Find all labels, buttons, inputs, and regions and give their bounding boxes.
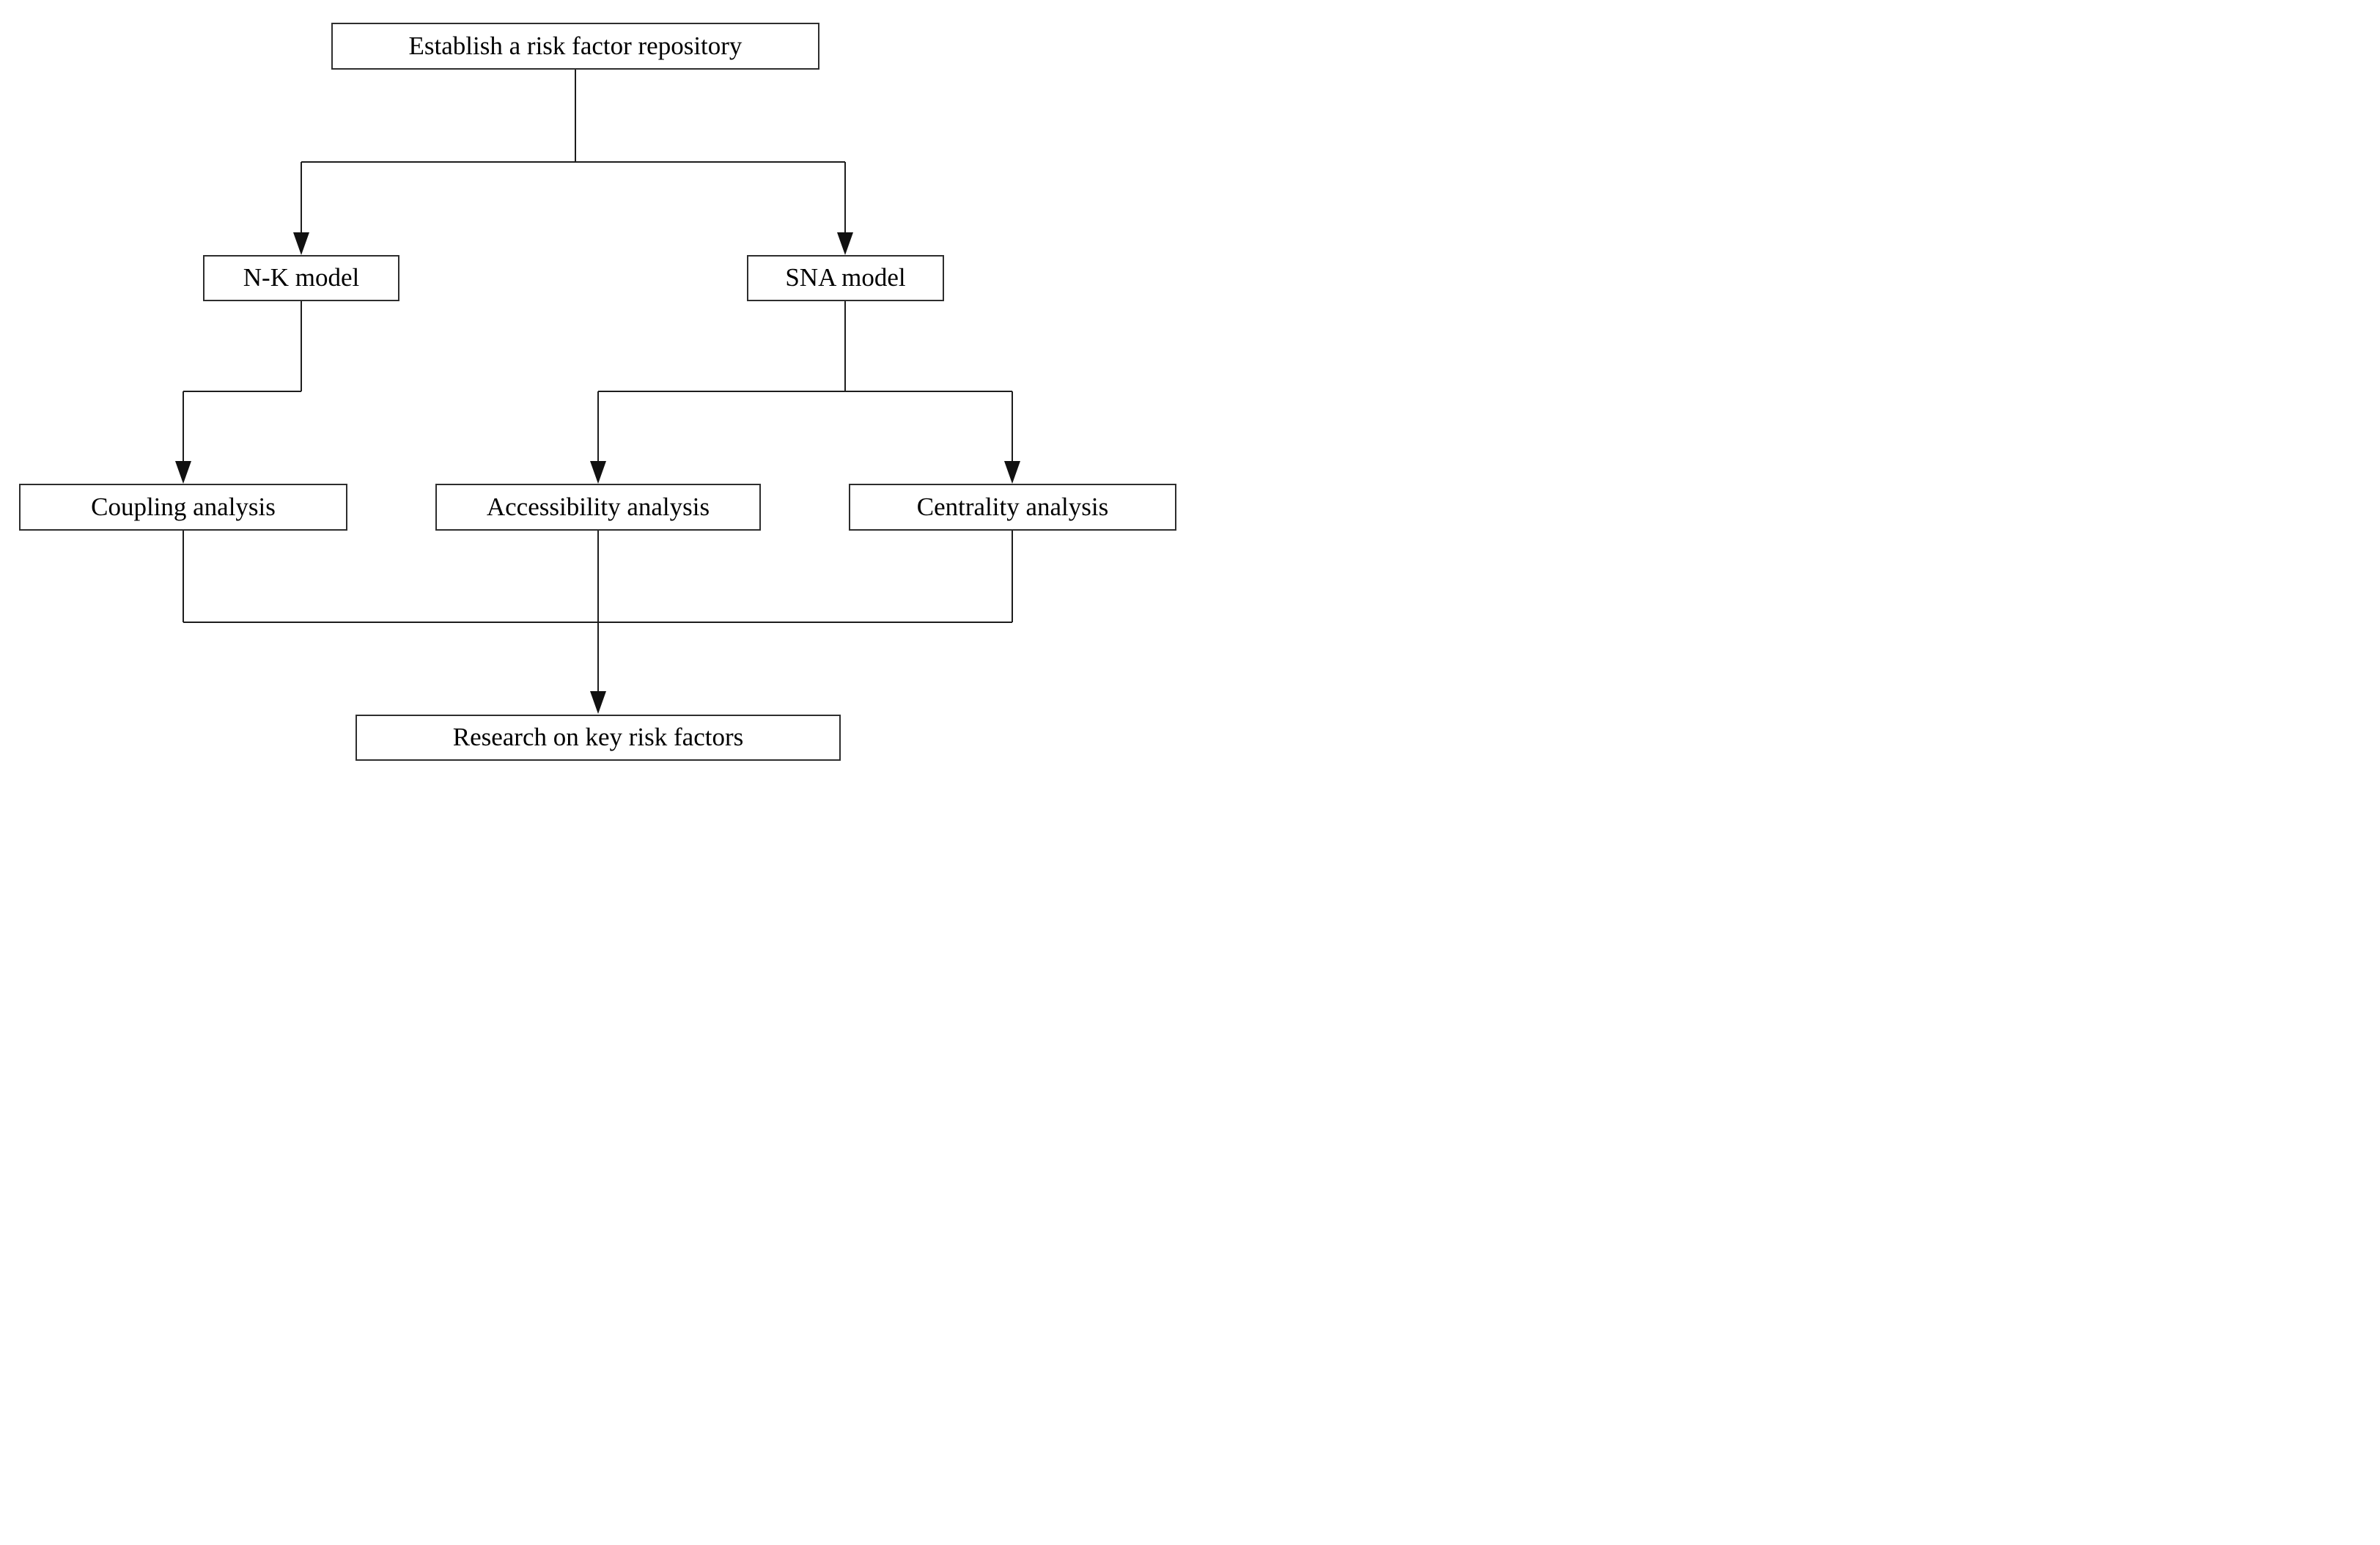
arrowhead-coupling	[175, 461, 191, 484]
connector-nk-to-coupling	[183, 301, 302, 463]
node-coupling-analysis: Coupling analysis	[19, 484, 347, 531]
node-sna-model: SNA model	[747, 255, 944, 301]
arrowhead-nk	[293, 232, 309, 255]
connector-repository-split	[301, 70, 846, 235]
arrowhead-sna	[837, 232, 853, 255]
connector-layer	[175, 70, 1020, 714]
connector-sna-split	[597, 301, 1013, 463]
flowchart-canvas: Establish a risk factor repository N-K m…	[0, 0, 1190, 772]
arrowhead-research	[590, 691, 606, 714]
arrowhead-centrality	[1004, 461, 1020, 484]
arrowhead-accessibility	[590, 461, 606, 484]
node-centrality-analysis: Centrality analysis	[849, 484, 1176, 531]
node-research: Research on key risk factors	[355, 715, 841, 761]
connector-merge-to-research	[183, 531, 1013, 693]
node-accessibility-analysis: Accessibility analysis	[435, 484, 761, 531]
node-nk-model: N-K model	[203, 255, 399, 301]
node-repository: Establish a risk factor repository	[331, 23, 819, 70]
